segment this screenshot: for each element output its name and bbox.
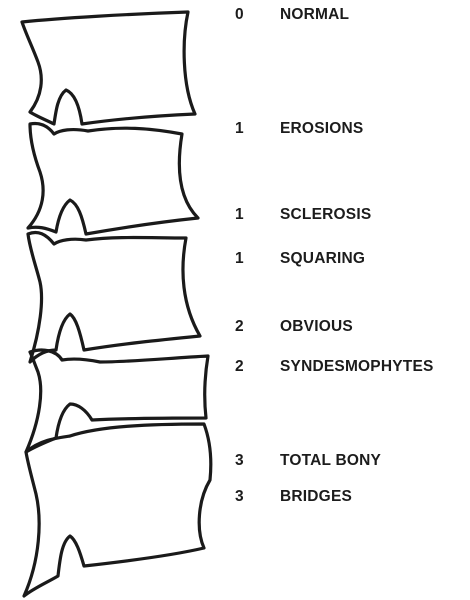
- grade-row-1: 1 EROSIONS: [0, 120, 470, 142]
- grade-row-5: 2 SYNDESMOPHYTES: [0, 358, 470, 380]
- grade-row-3: 1 SQUARING: [0, 250, 470, 272]
- grade-label: OBVIOUS: [280, 318, 353, 336]
- grade-label: TOTAL BONY: [280, 452, 381, 470]
- grade-label: SYNDESMOPHYTES: [280, 358, 434, 376]
- vertebra-normal: [22, 12, 195, 124]
- grade-label: SQUARING: [280, 250, 365, 268]
- grade-score: 1: [235, 250, 244, 268]
- grade-score: 1: [235, 206, 244, 224]
- grade-row-4: 2 OBVIOUS: [0, 318, 470, 340]
- grade-score: 0: [235, 6, 244, 24]
- grade-row-6: 3 TOTAL BONY: [0, 452, 470, 474]
- grade-row-2: 1 SCLEROSIS: [0, 206, 470, 228]
- grade-score: 3: [235, 488, 244, 506]
- grade-label: EROSIONS: [280, 120, 363, 138]
- grade-score: 3: [235, 452, 244, 470]
- grade-label: NORMAL: [280, 6, 349, 24]
- grade-score: 1: [235, 120, 244, 138]
- grade-row-0: 0 NORMAL: [0, 6, 470, 28]
- grade-score: 2: [235, 358, 244, 376]
- grade-score: 2: [235, 318, 244, 336]
- grade-label: BRIDGES: [280, 488, 352, 506]
- vertebra-bony-bridge: [24, 424, 211, 596]
- grade-row-7: 3 BRIDGES: [0, 488, 470, 510]
- grade-label: SCLEROSIS: [280, 206, 371, 224]
